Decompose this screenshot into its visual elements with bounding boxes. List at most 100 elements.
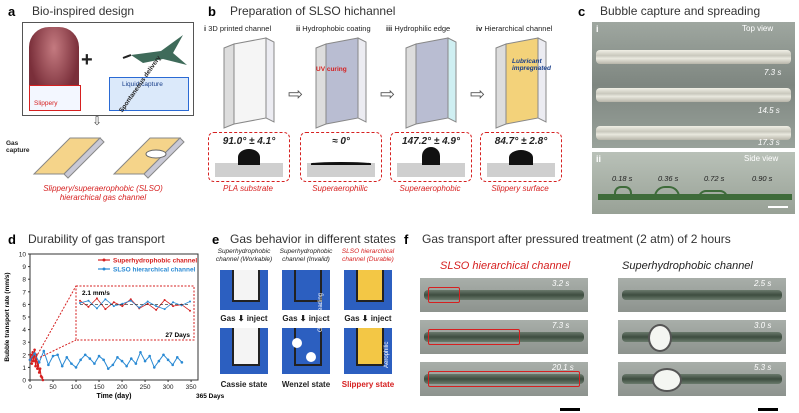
top-time-3: 17.3 s	[758, 138, 780, 147]
bubble-marker	[428, 287, 460, 303]
step-number: ii	[296, 24, 301, 33]
inset-point	[163, 298, 166, 301]
series-point	[33, 348, 36, 352]
bubble-marker	[428, 371, 580, 387]
series-point	[83, 353, 87, 357]
state-column-heading: SLSO hierarchical channel (Durable)	[341, 248, 395, 263]
x-tick-label: 300	[163, 384, 174, 391]
inset-connector	[35, 285, 77, 358]
prep-step: iii Hydrophilic edge 147.2° ± 4.9° Super…	[386, 24, 474, 212]
aerophilic-label: Aerophilic	[384, 341, 390, 368]
inset-point	[155, 305, 158, 308]
channel-step-icon	[223, 37, 275, 129]
inset-point	[95, 297, 98, 300]
step-label: 3D printed channel	[208, 24, 272, 33]
slso-caption: Slippery/superaerophobic (SLSO) hierarch…	[43, 184, 163, 202]
panel-c-letter: c	[578, 4, 586, 19]
series-point	[171, 363, 174, 367]
scale-bar-f-left	[560, 408, 580, 411]
state-after-diagram	[344, 328, 392, 374]
series-point	[34, 364, 37, 368]
series-point	[60, 364, 64, 368]
series-line	[29, 349, 183, 370]
y-tick-label: 5	[22, 315, 26, 322]
inset-point	[112, 301, 115, 304]
inset-point	[129, 298, 132, 301]
f-left-heading: SLSO hierarchical channel	[440, 260, 571, 272]
superhydrophobic-transport-photo: 2.5 s	[618, 278, 786, 312]
panel-e-letter: e	[212, 232, 220, 247]
channel-step-icon	[315, 37, 367, 129]
panel-d-title: Durability of gas transport	[28, 232, 165, 246]
inset-value-label: 2.1 mm/s	[82, 290, 110, 297]
step-arrow-icon: ⇨	[470, 84, 486, 104]
panel-f-title: Gas transport after pressured treatment …	[422, 232, 731, 246]
series-point	[30, 362, 34, 365]
slso-transport-photo: 7.3 s	[420, 320, 588, 354]
legend-label: Superhydrophobic channel	[113, 258, 197, 265]
inset-point	[189, 300, 191, 303]
y-tick-label: 0	[22, 378, 26, 385]
hummingbird-image	[122, 35, 187, 65]
sub-ii-label: ii	[596, 154, 602, 164]
down-arrow-icon: ⬇	[237, 314, 245, 323]
contact-angle-value: 91.0° ± 4.1°	[222, 136, 276, 147]
droplet-photo	[487, 150, 555, 177]
y-tick-label: 1	[22, 365, 26, 372]
trapped-bubble-icon	[648, 324, 672, 352]
superhydrophobic-time: 3.0 s	[754, 321, 772, 330]
prep-step: ii Hydrophobic coating ≈ 0° Superaerophi…	[296, 24, 384, 212]
panel-b-letter: b	[208, 4, 216, 19]
inset-series-line	[79, 298, 191, 310]
panel-a-letter: a	[8, 4, 16, 19]
series-point	[33, 352, 36, 355]
droplet-icon	[311, 162, 371, 165]
contact-angle-value: 84.7° ± 2.8°	[494, 136, 548, 147]
series-point	[162, 353, 165, 357]
y-tick-label: 2	[22, 352, 26, 359]
series-point	[129, 357, 133, 360]
state-name: Wenzel state	[281, 380, 331, 389]
step-label: Hydrophilic edge	[394, 24, 451, 33]
lubricant-label: Lubricant impregnated	[512, 58, 552, 72]
state-before-diagram	[220, 270, 268, 310]
panel-b-title: Preparation of SLSO hichannel	[230, 4, 396, 18]
series-point	[74, 366, 78, 369]
y-tick-label: 3	[22, 340, 26, 347]
contact-angle-box: 91.0° ± 4.1°	[208, 132, 290, 182]
side-time-4: 0.90 s	[752, 174, 773, 183]
x-tick-label: 200	[117, 384, 128, 391]
panel-d-letter: d	[8, 232, 16, 247]
droplet-photo	[397, 147, 465, 177]
surface-label: PLA substrate	[223, 184, 273, 193]
series-point	[166, 358, 170, 362]
inset-point	[146, 300, 149, 303]
x-tick-label: 150	[94, 384, 105, 391]
y-tick-label: 4	[22, 327, 26, 334]
top-channel-1	[596, 50, 791, 64]
series-point	[70, 362, 73, 365]
sub-i-label: i	[596, 24, 599, 34]
gas-inject-label: Gas ⬇ inject	[220, 314, 268, 323]
series-point	[157, 359, 161, 363]
inset-point	[163, 308, 166, 311]
top-time-2: 14.5 s	[758, 106, 780, 115]
panel-e-title: Gas behavior in different states	[230, 232, 396, 246]
state-before-diagram	[282, 270, 330, 310]
legend-marker	[102, 258, 106, 262]
top-view-photo: i Top view 7.3 s 14.5 s 17.3 s	[592, 22, 795, 148]
series-point	[102, 358, 105, 362]
state-before-diagram	[344, 270, 392, 310]
inset-point	[87, 305, 90, 308]
prep-step: iv Hierarchical channel 84.7° ± 2.8° Sli…	[476, 24, 564, 212]
slso-time: 7.3 s	[552, 321, 570, 330]
series-point	[41, 378, 45, 382]
inset-point	[172, 301, 175, 304]
y-tick-label: 7	[22, 289, 26, 296]
series-point	[79, 358, 82, 362]
side-time-3: 0.72 s	[704, 174, 725, 183]
series-point	[93, 362, 96, 365]
series-point	[134, 362, 138, 365]
contact-angle-value: ≈ 0°	[332, 136, 350, 147]
